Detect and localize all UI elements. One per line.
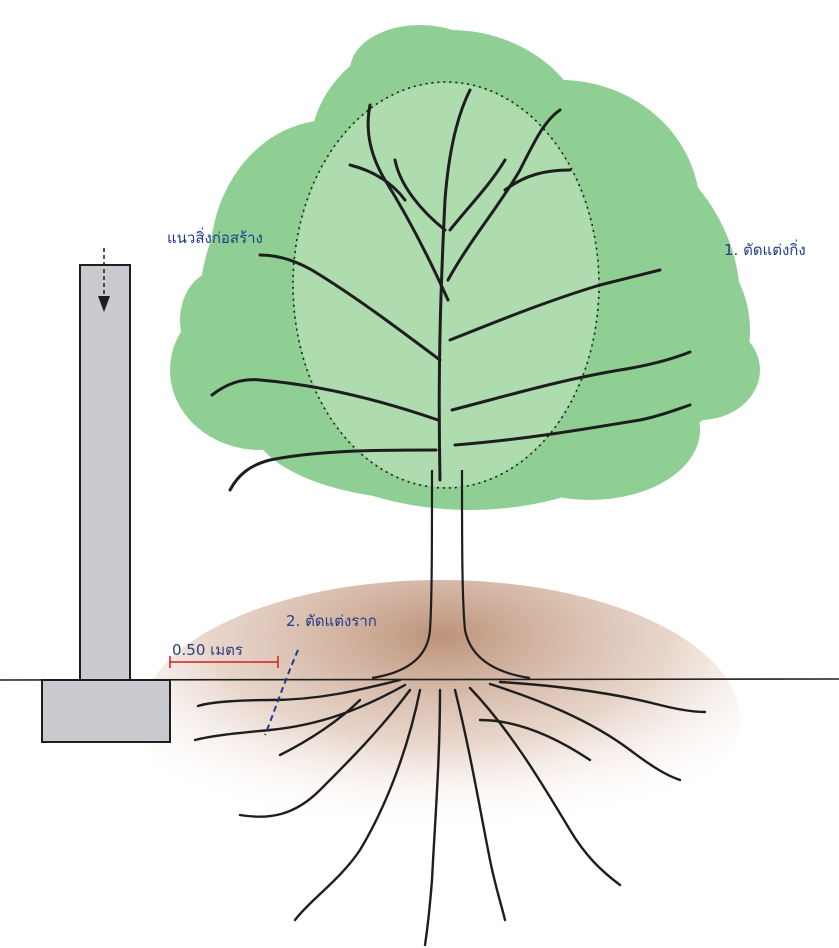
structure-wall [42,265,170,742]
structure-line-label: แนวสิ่งก่อสร้าง [167,226,263,250]
branch-pruning-label: 1. ตัดแต่งกิ่ง [724,238,806,262]
root-pruning-label: 2. ตัดแต่งราก [286,609,377,633]
canopy-pruned-zone [294,83,598,487]
distance-label: 0.50 เมตร [172,638,243,662]
